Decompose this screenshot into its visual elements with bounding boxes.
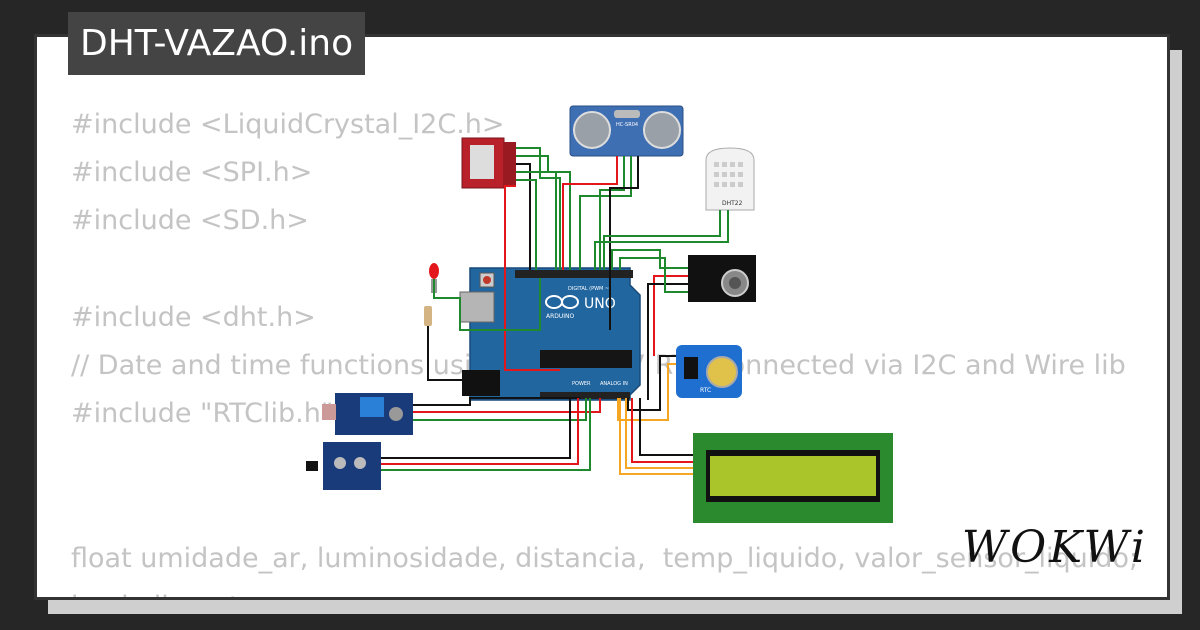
code-line: bool alimentacao; xyxy=(71,591,313,597)
temperature-probe-module[interactable] xyxy=(306,442,381,490)
arduino-uno-board[interactable]: UNO ARDUINO DIGITAL (PWM ~) POWER ANALOG… xyxy=(459,267,641,401)
power-label: POWER xyxy=(572,381,591,387)
project-title: DHT-VAZAO.ino xyxy=(68,12,366,75)
arduino-uno-label: UNO xyxy=(584,296,616,312)
resistor[interactable] xyxy=(424,306,432,326)
rtc-label: RTC xyxy=(700,387,711,394)
wokwi-logo: WOKWi xyxy=(961,522,1148,573)
wires xyxy=(381,147,729,475)
sr04-label: HC-SR04 xyxy=(616,122,638,128)
code-line: #include <SD.h> xyxy=(71,205,309,237)
red-led[interactable] xyxy=(429,263,439,293)
code-line: float umidade_ar, luminosidade, distanci… xyxy=(71,542,1139,574)
lcd-display[interactable] xyxy=(693,433,893,523)
arduino-logo-icon xyxy=(545,295,579,309)
code-line: #include <SPI.h> xyxy=(71,157,313,189)
ldr-module[interactable] xyxy=(322,393,413,435)
arduino-brand-label: ARDUINO xyxy=(546,313,575,320)
digital-header xyxy=(515,270,633,278)
code-line: #include <dht.h> xyxy=(71,301,316,333)
code-line: #include "RTClib.h" xyxy=(71,398,334,430)
dht22-sensor[interactable]: DHT22 xyxy=(705,147,755,211)
code-line: #include <LiquidCrystal_I2C.h> xyxy=(71,109,505,140)
microcontroller-chip xyxy=(540,350,632,368)
code-listing: #include <LiquidCrystal_I2C.h> #include … xyxy=(71,101,1139,597)
dht-label: DHT22 xyxy=(722,200,743,207)
ultrasonic-sensor[interactable]: HC-SR04 xyxy=(569,105,684,157)
analog-header xyxy=(540,392,630,399)
sd-card-module[interactable] xyxy=(461,137,516,189)
digital-label: DIGITAL (PWM ~) xyxy=(568,286,611,292)
rotary-encoder[interactable] xyxy=(688,255,756,302)
rtc-module[interactable]: RTC xyxy=(676,345,742,398)
power-jack xyxy=(462,370,500,396)
analog-label: ANALOG IN xyxy=(600,381,628,387)
usb-port xyxy=(459,291,495,323)
